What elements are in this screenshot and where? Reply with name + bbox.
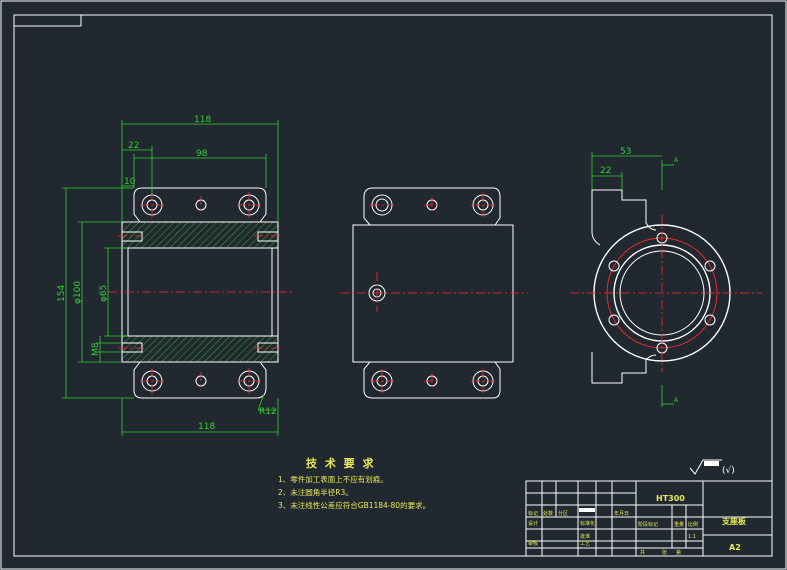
side-view: A A [570, 157, 762, 407]
tech-req-item-2: 2、未注圆角半径R3。 [278, 487, 353, 497]
dim-phi65: φ65 [99, 285, 109, 302]
tb-cell-5: 标准化 [580, 520, 595, 527]
dim-phi100: φ100 [73, 281, 83, 304]
title-part-name: 支座板 [721, 516, 747, 526]
side-view-dimensions: 53 22 [591, 147, 662, 190]
tb-cell-6: 审核 [528, 540, 538, 547]
tb-cell-1: 处数 [543, 510, 553, 517]
section-a-bottom: A [674, 397, 679, 404]
dim-22-side: 22 [600, 166, 611, 176]
tech-req-item-3: 3、未注线性公差应符合GB1184-80的要求。 [278, 500, 430, 510]
tb-cell-9: 阶段标记 [638, 521, 658, 528]
tb-cell-10: 重量 [674, 521, 684, 528]
dim-118-top: 118 [194, 115, 211, 125]
dim-154: 154 [57, 285, 67, 302]
side-bolt-holes [608, 232, 716, 354]
dim-98: 98 [196, 149, 208, 159]
title-sheet-size: A2 [729, 543, 741, 552]
tb-scale: 1:1 [688, 534, 696, 540]
dim-r12: R12 [259, 407, 277, 417]
technical-requirements: 技 术 要 求 1、零件加工表面上不应有划痕。 2、未注圆角半径R3。 3、未注… [278, 456, 430, 510]
tb-cell-12: 共 [640, 549, 645, 556]
tb-cell-8: 批准 [580, 533, 590, 540]
dim-53: 53 [620, 147, 631, 157]
section-a-top: A [674, 157, 679, 164]
top-view [340, 187, 528, 399]
tb-cell-3: 年月日 [614, 510, 629, 517]
tb-fill-mark [579, 508, 595, 512]
dim-m8: M8 [91, 342, 101, 356]
dim-22-front: 22 [128, 141, 139, 151]
tb-cell-0: 标记 [528, 510, 538, 517]
front-section-view [108, 187, 292, 399]
title-material: HT300 [656, 494, 685, 503]
tech-req-title: 技 术 要 求 [306, 456, 376, 470]
tb-cell-11: 比例 [688, 521, 698, 528]
hatch-top [121, 221, 279, 249]
tb-cell-13: 张 [662, 549, 667, 556]
dim-10: 10 [124, 177, 136, 187]
hatch-bottom [121, 335, 279, 363]
tech-req-item-1: 1、零件加工表面上不应有划痕。 [278, 474, 388, 484]
roughness-text: (√) [722, 465, 735, 476]
title-block: HT300 支座板 A2 标记 处数 分区 年月日 设计 标准化 审核 工艺 批… [525, 480, 773, 557]
roughness-symbol: (√) [689, 459, 735, 476]
tb-cell-4: 设计 [528, 520, 538, 527]
tb-cell-7: 工艺 [580, 541, 590, 547]
dim-118-bottom: 118 [198, 422, 215, 432]
tb-cell-14: 第 [676, 549, 681, 556]
tb-cell-2: 分区 [558, 510, 568, 517]
front-view-dimensions: 118 22 98 10 154 φ100 φ65 M8 [57, 115, 279, 436]
